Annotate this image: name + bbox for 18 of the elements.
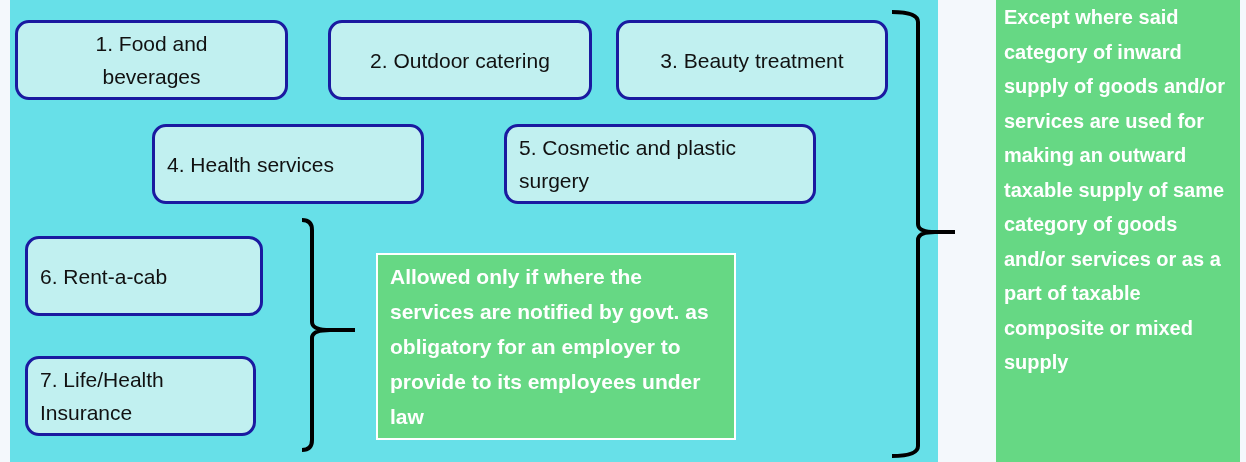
category-box bbox=[25, 236, 263, 316]
box-text: 6. Rent-a-cab bbox=[40, 263, 168, 290]
box-text: 1. Food and beverages bbox=[94, 31, 209, 90]
box-text: 3. Beauty treatment bbox=[660, 47, 844, 74]
exception-box bbox=[996, 0, 1240, 462]
box-text: 2. Outdoor catering bbox=[370, 47, 550, 74]
category-box bbox=[25, 356, 256, 436]
box-text: 5. Cosmetic and plastic surgery bbox=[519, 135, 738, 194]
category-box bbox=[616, 20, 888, 100]
condition-box bbox=[376, 253, 736, 440]
box-text: 7. Life/Health Insurance bbox=[40, 367, 165, 426]
box-text: 4. Health services bbox=[167, 151, 334, 178]
box-text: Except where said category of inward supply of goods and/or services are used for making an outward taxable supply of same category of goods and/or services or as a part of taxable composite or mixed supply bbox=[1004, 5, 1227, 375]
category-box bbox=[328, 20, 592, 100]
box-text: Allowed only if where the services are notified by govt. as obligatory for an employer to provide to its employees under law bbox=[390, 264, 710, 430]
category-box bbox=[152, 124, 424, 204]
category-box bbox=[504, 124, 816, 204]
category-box bbox=[15, 20, 288, 100]
